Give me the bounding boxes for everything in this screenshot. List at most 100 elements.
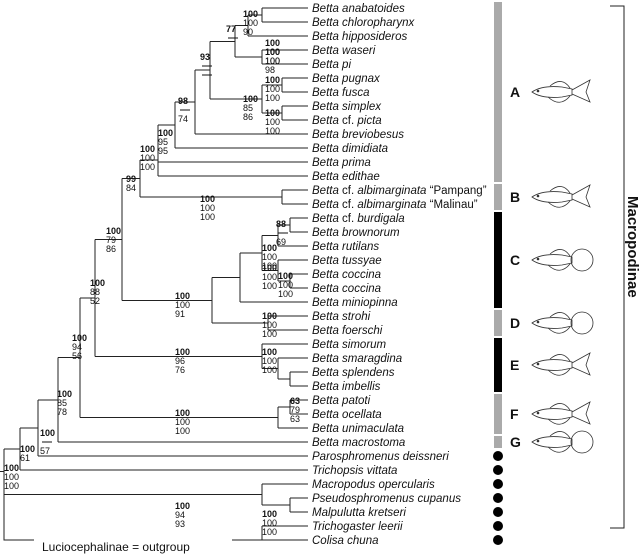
fish-anal-fin [547, 200, 571, 208]
support-value: 96 [175, 356, 185, 366]
support-value: 100 [140, 144, 155, 154]
support-value: 100 [262, 261, 277, 271]
taxon-genus: Betta strohi [312, 311, 371, 323]
taxon-genus: Betta ocellata [312, 409, 382, 421]
fish-eye [536, 257, 540, 261]
support-value: 100 [265, 47, 280, 57]
taxon-label: Betta pi [312, 59, 351, 71]
betta-fish-drawing [531, 401, 591, 425]
taxon-cf: cf. [339, 199, 358, 211]
taxon-label: Betta pugnax [312, 73, 381, 85]
support-value: 100 [262, 311, 277, 321]
taxon-genus: Betta rutilans [312, 241, 379, 253]
support-value: 100 [265, 75, 280, 85]
taxon-genus: Betta simorum [312, 339, 387, 351]
support-value: 98 [178, 96, 188, 106]
taxon-locality: “Pampang” [426, 185, 486, 197]
taxon-genus: Betta imbellis [312, 381, 381, 393]
fish-tail [570, 430, 594, 454]
taxon-genus: Malpulutta kretseri [312, 507, 406, 519]
clade-letter: A [510, 84, 520, 100]
fish-tail [571, 79, 591, 103]
support-value: 100 [262, 320, 277, 330]
betta-fish-drawing [531, 184, 591, 208]
taxon-genus: Betta unimaculata [312, 423, 404, 435]
taxon-genus: Betta waseri [312, 45, 376, 57]
support-value: 84 [126, 183, 136, 193]
support-value: 94 [72, 342, 82, 352]
taxon-label: Betta macrostoma [312, 437, 405, 449]
taxon-species: burdigala [357, 213, 404, 225]
taxon-label: Betta miniopinna [312, 297, 398, 309]
clade-bar [494, 184, 502, 210]
taxon-genus: Betta miniopinna [312, 297, 398, 309]
outgroup-dot [493, 465, 503, 475]
support-value: 100 [200, 212, 215, 222]
taxon-genus: Betta tussyae [312, 255, 382, 267]
fish-eye [536, 194, 540, 198]
support-value: 100 [90, 278, 105, 288]
support-value: 98 [265, 65, 275, 75]
support-value: 100 [4, 463, 19, 473]
support-value: 100 [175, 501, 190, 511]
taxon-genus: Parosphromenus deissneri [312, 451, 449, 463]
taxon-label: Pseudosphromenus cupanus [312, 493, 461, 505]
support-value: 100 [106, 226, 121, 236]
outgroup-dot [493, 479, 503, 489]
fish-body [531, 408, 573, 420]
fish-anal-fin [547, 368, 571, 376]
support-value: 95 [158, 137, 168, 147]
taxon-genus: Betta foerschi [312, 325, 383, 337]
taxon-label: Betta brownorum [312, 227, 400, 239]
support-value: 100 [175, 347, 190, 357]
taxon-species: albimarginata [357, 199, 426, 211]
fish-eye [536, 362, 540, 366]
taxon-genus: Betta dimidiata [312, 143, 388, 155]
support-value: 88 [90, 287, 100, 297]
outgroup-label: Luciocephalinae = outgroup [42, 540, 190, 554]
taxon-label: Betta strohi [312, 311, 371, 323]
support-value: 100 [265, 38, 280, 48]
taxon-label: Parosphromenus deissneri [312, 451, 449, 463]
taxon-label: Betta simorum [312, 339, 387, 351]
taxon-label: Betta cf. picta [312, 115, 382, 127]
tree-branches [0, 7, 308, 541]
fish-body [531, 359, 573, 371]
fish-eye [536, 320, 540, 324]
taxon-label: Betta cf. albimarginata “Pampang” [312, 185, 487, 197]
support-value: 85 [57, 398, 67, 408]
clade-bar [494, 394, 502, 434]
betta-fish-drawing [531, 430, 594, 454]
fish-tail [571, 352, 591, 376]
taxon-genus: Betta edithae [312, 171, 380, 183]
taxon-genus: Betta coccina [312, 269, 381, 281]
support-value: 100 [40, 428, 55, 438]
support-value: 100 [262, 518, 277, 528]
fish-dorsal-fin [549, 249, 571, 257]
support-value: 100 [175, 417, 190, 427]
taxon-label: Betta ocellata [312, 409, 382, 421]
taxon-label: Betta foerschi [312, 325, 383, 337]
outgroup-dot [493, 521, 503, 531]
taxon-genus: Betta pugnax [312, 73, 381, 85]
taxon-genus: Betta smaragdina [312, 353, 402, 365]
support-value: 56 [72, 351, 82, 361]
support-value: 100 [243, 9, 258, 19]
